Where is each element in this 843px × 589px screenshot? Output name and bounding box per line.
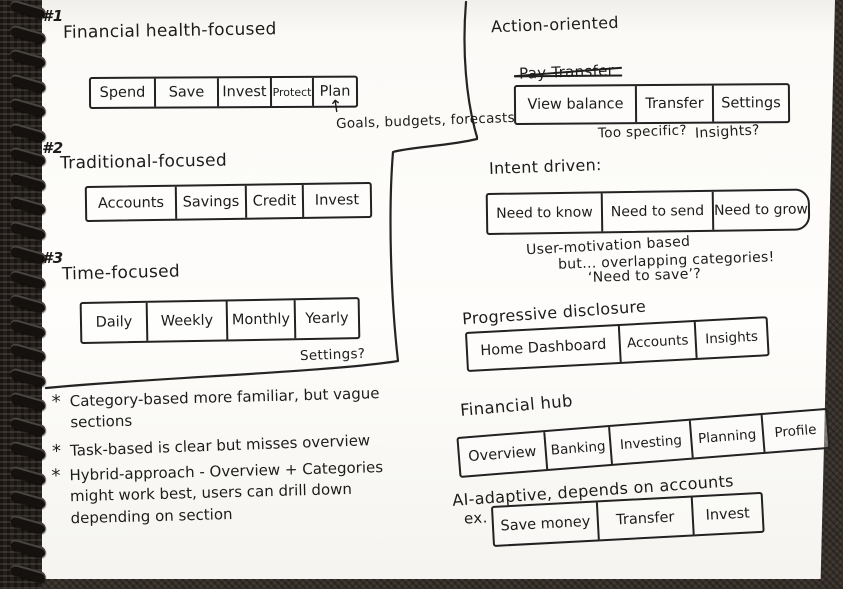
notes-list: * Category-based more familiar, but vagu… bbox=[51, 384, 417, 530]
spiral-coil bbox=[9, 195, 47, 216]
sketch-tab-insights: Insights bbox=[704, 328, 759, 348]
annotation-insights: Insights? bbox=[694, 122, 761, 142]
spiral-coil bbox=[9, 146, 47, 167]
sketch-tab-need-to-send: Need to send bbox=[602, 191, 715, 232]
spiral-coil bbox=[9, 244, 47, 265]
spiral-coil bbox=[9, 562, 47, 584]
spiral-coil bbox=[9, 268, 47, 290]
sketch-tab-need-to-know: Need to know bbox=[487, 193, 604, 233]
spiral-coil bbox=[9, 538, 47, 559]
spiral-coil bbox=[9, 97, 47, 118]
spiral-coil bbox=[9, 489, 47, 510]
sketch-tab-transfer: Transfer bbox=[597, 497, 695, 540]
sketch-tab-savings: Savings bbox=[176, 185, 248, 219]
note-text: Hybrid-approach - Overview + Categories … bbox=[69, 458, 384, 528]
section-title-intent: Intent driven: bbox=[488, 155, 603, 178]
sketch-tab-need-to-grow: Need to grow bbox=[713, 201, 809, 219]
sketch-tab-save: Save bbox=[155, 78, 220, 107]
crossed-out-text: Pay Transfer bbox=[518, 61, 615, 83]
spiral-coil bbox=[9, 317, 47, 339]
spiral-coil bbox=[9, 23, 47, 45]
section-title-financial-health: Financial health-focused bbox=[62, 19, 277, 43]
spiral-coil bbox=[9, 464, 47, 486]
annotation-too-specific: Too specific? bbox=[597, 122, 688, 142]
sketch-tab-invest: Invest bbox=[218, 78, 273, 107]
sketch-tab-credit: Credit bbox=[246, 184, 305, 218]
note-hybrid: * Hybrid-approach - Overview + Categorie… bbox=[51, 456, 417, 529]
sketch-tab-invest: Invest bbox=[705, 505, 751, 524]
nav-bar-time: Daily Weekly Monthly Yearly bbox=[79, 297, 361, 344]
example-prefix: ex. bbox=[463, 508, 488, 528]
annotation-settings: Settings? bbox=[299, 345, 366, 365]
sketch-tab-monthly: Monthly bbox=[227, 300, 297, 340]
bullet-asterisk: * bbox=[51, 465, 61, 487]
sketch-tab-protect: Protect bbox=[271, 77, 315, 107]
spiral-coil bbox=[9, 219, 47, 241]
bullet-asterisk: * bbox=[51, 391, 62, 413]
spiral-coil bbox=[9, 72, 47, 94]
spiral-coil bbox=[9, 366, 47, 388]
sketch-tab-accounts: Accounts bbox=[619, 321, 698, 362]
sketch-tab-profile: Profile bbox=[773, 421, 818, 441]
sketch-tab-spend: Spend bbox=[90, 78, 157, 107]
spiral-binding bbox=[0, 0, 47, 589]
spiral-coil bbox=[9, 0, 47, 20]
spiral-coil bbox=[9, 391, 47, 412]
sketch-tab-investing: Investing bbox=[610, 420, 694, 464]
sketch-tab-banking: Banking bbox=[545, 426, 613, 469]
spiral-coil bbox=[9, 293, 47, 314]
section-title-traditional: Traditional-focused bbox=[59, 150, 228, 174]
nav-bar-action: View balance Transfer Settings bbox=[513, 83, 791, 125]
spiral-coil bbox=[9, 440, 47, 461]
sketch-tab-transfer: Transfer bbox=[636, 85, 715, 123]
spiral-coil bbox=[9, 342, 47, 363]
section-title-time: Time-focused bbox=[61, 261, 181, 285]
note-category-based: * Category-based more familiar, but vagu… bbox=[52, 382, 417, 434]
sketch-tab-yearly: Yearly bbox=[305, 310, 349, 328]
sketch-tab-home-dashboard: Home Dashboard bbox=[467, 325, 622, 370]
note-text: Task-based is clear but misses overview bbox=[69, 430, 371, 460]
bullet-asterisk: * bbox=[51, 440, 62, 462]
sketch-tab-daily: Daily bbox=[81, 302, 149, 342]
sketch-tab-invest: Invest bbox=[314, 192, 360, 209]
sketch-tab-planning: Planning bbox=[690, 414, 766, 458]
sketch-tab-accounts: Accounts bbox=[86, 186, 178, 220]
spiral-coil bbox=[9, 170, 47, 192]
crossed-out-label: Pay Transfer bbox=[519, 61, 615, 82]
sketch-tab-view-balance: View balance bbox=[515, 86, 638, 123]
sketch-tab-save-money: Save money bbox=[493, 502, 600, 545]
nav-bar-intent: Need to know Need to send Need to grow bbox=[485, 188, 811, 235]
spiral-coil bbox=[9, 48, 47, 69]
spiral-coil bbox=[9, 513, 47, 535]
nav-bar-traditional: Accounts Savings Credit Invest bbox=[84, 181, 373, 222]
note-text: Category-based more familiar, but vague … bbox=[69, 384, 380, 432]
sketch-tab-overview: Overview bbox=[458, 432, 549, 476]
sketch-tab-settings: Settings bbox=[721, 95, 781, 112]
nav-bar-financial-health: Spend Save Invest Protect Plan bbox=[88, 75, 359, 109]
sketch-tab-weekly: Weekly bbox=[147, 301, 229, 341]
arrow-up-icon: ↑ bbox=[327, 96, 345, 118]
spiral-coil bbox=[9, 121, 47, 143]
spiral-coil bbox=[9, 415, 47, 437]
